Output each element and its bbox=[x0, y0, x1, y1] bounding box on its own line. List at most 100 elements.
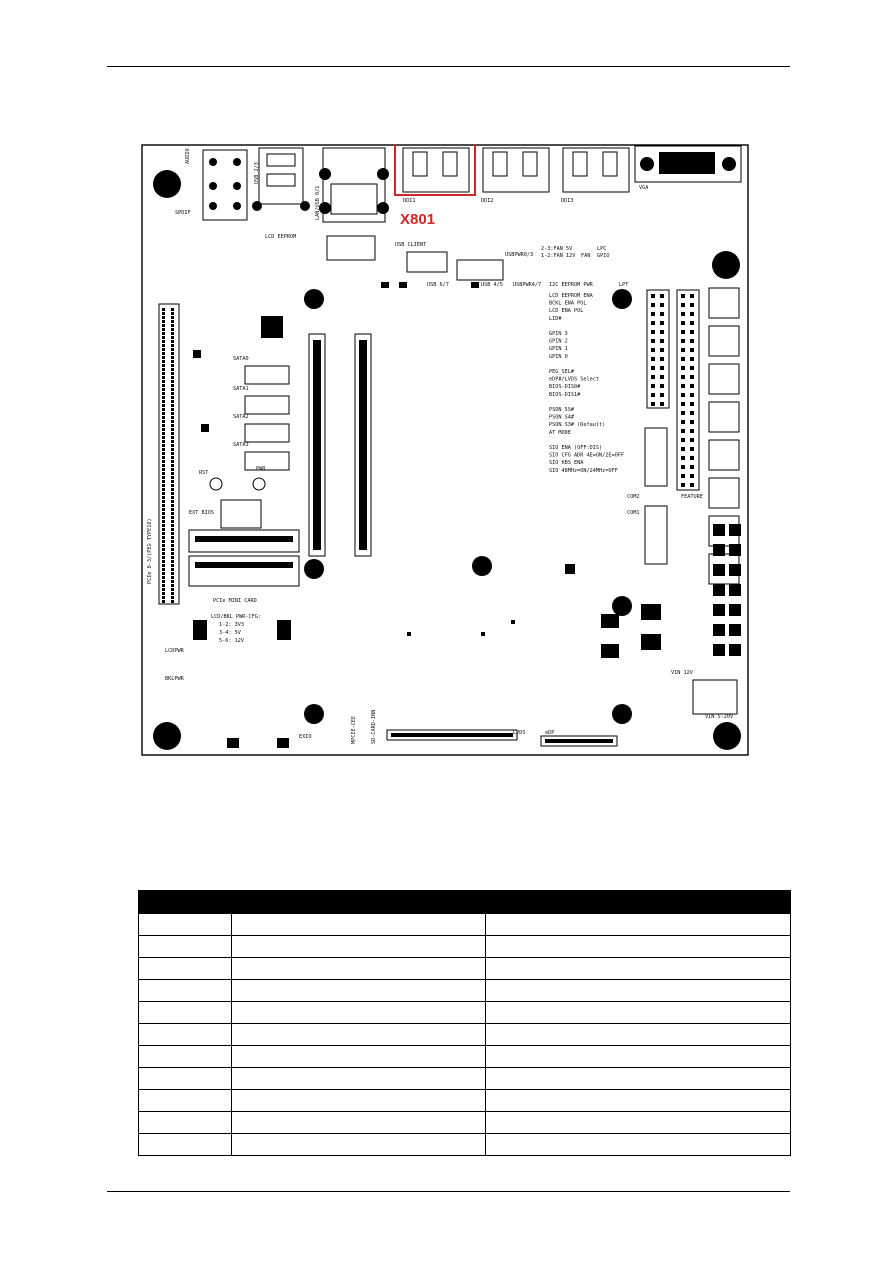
table-cell bbox=[485, 957, 791, 980]
table-row bbox=[138, 935, 791, 958]
board-layout-diagram: AUDIO USB 2/3 LAN/USB 0/1 DDI1 X801 DDI2… bbox=[141, 144, 749, 756]
label-pcie-side: PCIe 0-3/(PEG TYPE10) bbox=[147, 518, 153, 584]
table-cell bbox=[231, 1067, 486, 1090]
table-cell bbox=[138, 1001, 232, 1024]
label-com2: COM2 bbox=[627, 494, 640, 500]
table-cell bbox=[138, 957, 232, 980]
ddi1-connector bbox=[402, 147, 470, 193]
table-row bbox=[138, 1133, 791, 1156]
jumper-label: PEG_SEL# bbox=[549, 369, 575, 375]
label-sata1: SATA1 bbox=[233, 386, 249, 392]
jumper-label: SIO KBS ENA bbox=[549, 460, 584, 466]
label-mpcie: MPCIE-CEE bbox=[351, 716, 357, 744]
jumper-label: BCKL ENA POL bbox=[549, 301, 586, 307]
jumper-label: GPIN 1 bbox=[549, 346, 568, 352]
small-components bbox=[193, 282, 661, 748]
label-ddi1: DDI1 bbox=[403, 198, 416, 204]
table-cell bbox=[231, 1133, 486, 1156]
label-vin520: VIN 5-20V bbox=[705, 714, 733, 720]
jumper-label: LCD EEPROM ENA bbox=[549, 293, 594, 299]
jumper-label: SIO CFG ADR 4E=ON/2E=OFF bbox=[549, 453, 624, 459]
footer-rule bbox=[107, 1191, 790, 1192]
lpt-header bbox=[646, 289, 670, 409]
label-lpc: LPC bbox=[597, 246, 606, 252]
com1-header bbox=[644, 505, 668, 565]
table-cell bbox=[485, 1023, 791, 1046]
label-usbpwr47: USBPWR4/7 bbox=[513, 282, 541, 288]
table-cell bbox=[485, 979, 791, 1002]
table-cell bbox=[138, 1133, 232, 1156]
label-exio: EXIO bbox=[299, 734, 312, 740]
table-cell bbox=[138, 1023, 232, 1046]
ext-bios-socket bbox=[220, 499, 262, 529]
label-lvds: LVDS bbox=[513, 730, 526, 736]
dip-switches bbox=[708, 287, 740, 585]
pin-table bbox=[138, 890, 791, 1156]
header-cell bbox=[231, 890, 486, 914]
table-row bbox=[138, 1067, 791, 1090]
label-gpio: GPIO bbox=[597, 253, 610, 259]
label-lcd-eeprom: LCD EEPROM bbox=[265, 234, 296, 240]
callout-x801: X801 bbox=[400, 211, 435, 228]
jumper-label: AT MODE bbox=[549, 430, 571, 436]
feature-header bbox=[676, 289, 700, 491]
label-vga: VGA bbox=[639, 185, 649, 191]
label-usb-client: USB CLIENT bbox=[395, 242, 426, 248]
table-cell bbox=[231, 1001, 486, 1024]
table-cell bbox=[231, 1023, 486, 1046]
jumper-label: SIO 48MHz=ON/24MHz=OFF bbox=[549, 468, 618, 474]
label-feature: FEATURE bbox=[681, 494, 703, 500]
ddi3-connector bbox=[562, 147, 630, 193]
label-usb67: USB 6/7 bbox=[427, 282, 449, 288]
jumper-label: PSON S3# (Default) bbox=[549, 422, 605, 428]
left-pin-strip bbox=[158, 303, 180, 605]
table-cell bbox=[231, 1045, 486, 1068]
label-ddi2: DDI2 bbox=[481, 198, 494, 204]
label-sata3: SATA3 bbox=[233, 442, 249, 448]
sodimm-slots bbox=[308, 333, 372, 557]
label-cfg2: 3-4: 5V bbox=[219, 630, 241, 636]
label-usb45: USB 4/5 bbox=[481, 282, 503, 288]
label-sdcard: SD-CARD-INN bbox=[371, 710, 377, 744]
sata-connectors bbox=[244, 365, 290, 471]
jumper-label: BIOS-DIS0# bbox=[549, 384, 581, 390]
header-cell bbox=[138, 890, 232, 914]
table-cell bbox=[231, 1089, 486, 1112]
com2-header bbox=[644, 427, 668, 487]
label-usb23: USB 2/3 bbox=[254, 162, 260, 184]
table-cell bbox=[231, 935, 486, 958]
jumper-label: PSON 5S# bbox=[549, 407, 575, 413]
table-row bbox=[138, 979, 791, 1002]
jumper-label: eDP#/LVDS Select bbox=[549, 377, 599, 383]
table-cell bbox=[485, 935, 791, 958]
vin-connector bbox=[692, 679, 738, 715]
table-cell bbox=[138, 1045, 232, 1068]
jumper-label: LID# bbox=[549, 316, 562, 322]
pcie-mini-card-slot bbox=[188, 529, 300, 587]
label-lpt: LPT bbox=[619, 282, 628, 288]
label-lcdpwr: LCDPWR bbox=[165, 648, 185, 654]
table-cell bbox=[485, 1133, 791, 1156]
usb23-connector bbox=[252, 147, 310, 211]
table-row bbox=[138, 1001, 791, 1024]
label-spdif: SPDIF bbox=[175, 210, 191, 216]
table-cell bbox=[231, 979, 486, 1002]
table-cell bbox=[138, 913, 232, 936]
pin-table-header bbox=[138, 890, 791, 914]
label-ext-bios: EXT BIOS bbox=[189, 510, 214, 516]
jumper-label: BIOS-DIS1# bbox=[549, 392, 581, 398]
label-ddi3: DDI3 bbox=[561, 198, 574, 204]
mounting-holes bbox=[153, 170, 741, 750]
label-fan1: 2-3:FAN 5V bbox=[541, 246, 572, 252]
power-capacitors bbox=[713, 524, 741, 656]
ddi2-connector bbox=[482, 147, 550, 193]
jumper-label: GPIN 0 bbox=[549, 354, 568, 360]
table-cell bbox=[485, 1089, 791, 1112]
table-cell bbox=[138, 1067, 232, 1090]
label-lcdbkl-cfg: LCD/BKL PWR-CFG: bbox=[211, 614, 261, 620]
table-row bbox=[138, 1111, 791, 1134]
table-row bbox=[138, 1023, 791, 1046]
label-pcie-mini: PCIe MINI CARD bbox=[213, 598, 257, 604]
table-cell bbox=[485, 1001, 791, 1024]
